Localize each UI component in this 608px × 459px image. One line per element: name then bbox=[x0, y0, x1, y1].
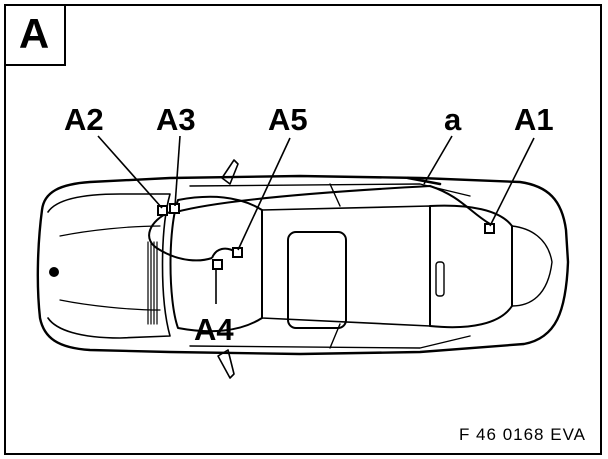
mirror-bottom bbox=[217, 349, 235, 379]
brake-light bbox=[435, 261, 445, 297]
wiring-harness-rear bbox=[175, 184, 491, 225]
component-a1-marker bbox=[484, 223, 495, 234]
grille bbox=[147, 241, 158, 325]
leader-a bbox=[423, 135, 453, 185]
side-windows-bottom bbox=[189, 335, 471, 349]
callout-a: a bbox=[444, 102, 462, 137]
leader-a3 bbox=[174, 135, 181, 207]
windshield bbox=[169, 195, 263, 333]
callout-a5: A5 bbox=[268, 102, 308, 137]
rear-window bbox=[429, 204, 513, 329]
figure-frame bbox=[4, 4, 602, 455]
b-pillar-top bbox=[329, 183, 341, 207]
leader-a2 bbox=[97, 135, 163, 209]
wiring-harness-front bbox=[148, 211, 213, 262]
trunk-outline bbox=[511, 225, 553, 307]
leader-a1 bbox=[489, 137, 535, 227]
sunroof bbox=[287, 231, 347, 329]
hood-outline bbox=[47, 193, 171, 339]
leader-a5 bbox=[237, 137, 291, 251]
hood-crease-lower bbox=[59, 299, 161, 311]
hood-badge bbox=[49, 267, 59, 277]
antenna bbox=[406, 176, 442, 186]
component-a2-marker bbox=[157, 205, 168, 216]
component-a5-marker bbox=[232, 247, 243, 258]
callout-a1: A1 bbox=[514, 102, 554, 137]
panel-letter: A bbox=[18, 10, 50, 57]
car-body-outline bbox=[36, 174, 570, 356]
callout-a3: A3 bbox=[156, 102, 196, 137]
hood-crease bbox=[59, 225, 161, 237]
mirror-top bbox=[221, 159, 239, 185]
side-windows-top bbox=[189, 183, 471, 197]
callout-a4: A4 bbox=[194, 312, 234, 347]
b-pillar-bottom bbox=[329, 323, 341, 349]
figure-code: F 46 0168 EVA bbox=[458, 425, 586, 444]
callout-a2: A2 bbox=[64, 102, 104, 137]
component-a4-marker bbox=[212, 259, 223, 270]
panel-letter-box: A bbox=[4, 4, 66, 66]
